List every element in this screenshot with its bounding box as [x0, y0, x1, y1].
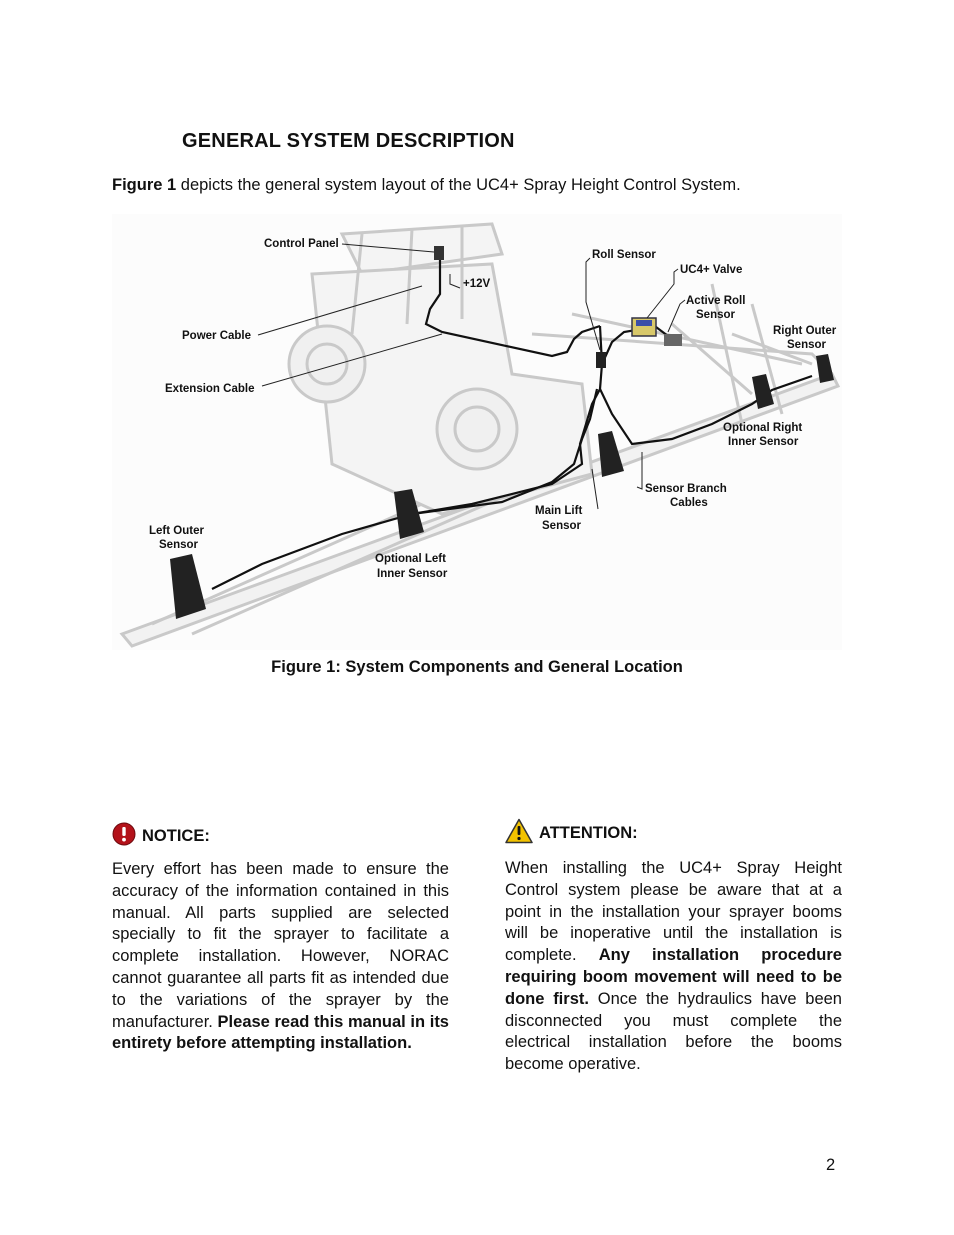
- section-heading: GENERAL SYSTEM DESCRIPTION: [182, 130, 515, 152]
- roll-sensor-unit: [596, 352, 606, 368]
- label-extension-cable: Extension Cable: [165, 383, 254, 395]
- system-diagram: Control Panel +12V Power Cable Extension…: [112, 214, 842, 650]
- system-components: [170, 246, 834, 619]
- active-roll-sensor-unit: [664, 334, 682, 346]
- figure-labels: Control Panel +12V Power Cable Extension…: [149, 238, 837, 580]
- label-power-cable: Power Cable: [182, 330, 251, 342]
- label-opt-left-2: Inner Sensor: [377, 568, 448, 580]
- label-left-outer-2: Sensor: [159, 539, 199, 551]
- label-branch-2: Cables: [670, 497, 708, 509]
- warning-triangle-icon: [505, 818, 533, 849]
- right-outer-sensor-shape: [816, 354, 834, 383]
- label-main-lift-1: Main Lift: [535, 505, 582, 517]
- intro-paragraph: Figure 1 depicts the general system layo…: [112, 176, 741, 195]
- figure-reference: Figure 1: [112, 176, 177, 194]
- intro-text: depicts the general system layout of the…: [176, 176, 741, 194]
- label-uc4-valve: UC4+ Valve: [680, 264, 742, 276]
- figure-caption: Figure 1: System Components and General …: [271, 658, 683, 676]
- right-inner-sensor-shape: [752, 374, 774, 409]
- main-lift-sensor-shape: [598, 431, 624, 477]
- attention-body-1: When installing the UC4+ Spray Height Co…: [505, 859, 842, 965]
- label-12v: +12V: [463, 278, 491, 290]
- label-opt-left-1: Optional Left: [375, 553, 446, 565]
- notice-body: Every effort has been made to ensure the…: [112, 860, 449, 1031]
- exclamation-circle-icon: [112, 822, 136, 851]
- control-panel-unit: [434, 246, 444, 260]
- attention-title: ATTENTION:: [505, 818, 638, 849]
- attention-body-2: Once the hydraulics have been disconnect…: [505, 989, 842, 1074]
- label-opt-right-2: Inner Sensor: [728, 436, 799, 448]
- label-active-roll-1: Active Roll: [686, 295, 745, 307]
- label-control-panel: Control Panel: [264, 238, 339, 250]
- notice-title: NOTICE:: [112, 822, 210, 851]
- left-inner-sensor-shape: [394, 489, 424, 539]
- label-opt-right-1: Optional Right: [723, 422, 802, 434]
- label-active-roll-2: Sensor: [696, 309, 736, 321]
- label-right-outer-1: Right Outer: [773, 325, 837, 337]
- leader-lines: [257, 243, 686, 510]
- notice-title-text: NOTICE:: [142, 827, 210, 845]
- label-branch-1: Sensor Branch: [645, 483, 727, 495]
- system-layout-figure: Control Panel +12V Power Cable Extension…: [112, 214, 842, 650]
- attention-bold: Any installation procedure requiring boo…: [505, 946, 842, 1008]
- label-left-outer-1: Left Outer: [149, 525, 204, 537]
- attention-title-text: ATTENTION:: [539, 824, 638, 842]
- left-outer-sensor-shape: [170, 554, 206, 619]
- label-roll-sensor: Roll Sensor: [592, 249, 656, 261]
- attention-text: When installing the UC4+ Spray Height Co…: [505, 858, 842, 1076]
- label-main-lift-2: Sensor: [542, 520, 582, 532]
- uc4-valve-top: [636, 320, 652, 326]
- notice-bold: Please read this manual in its entirety …: [112, 1012, 449, 1053]
- page-number: 2: [826, 1156, 836, 1174]
- label-right-outer-2: Sensor: [787, 339, 827, 351]
- notice-text: Every effort has been made to ensure the…: [112, 859, 449, 1055]
